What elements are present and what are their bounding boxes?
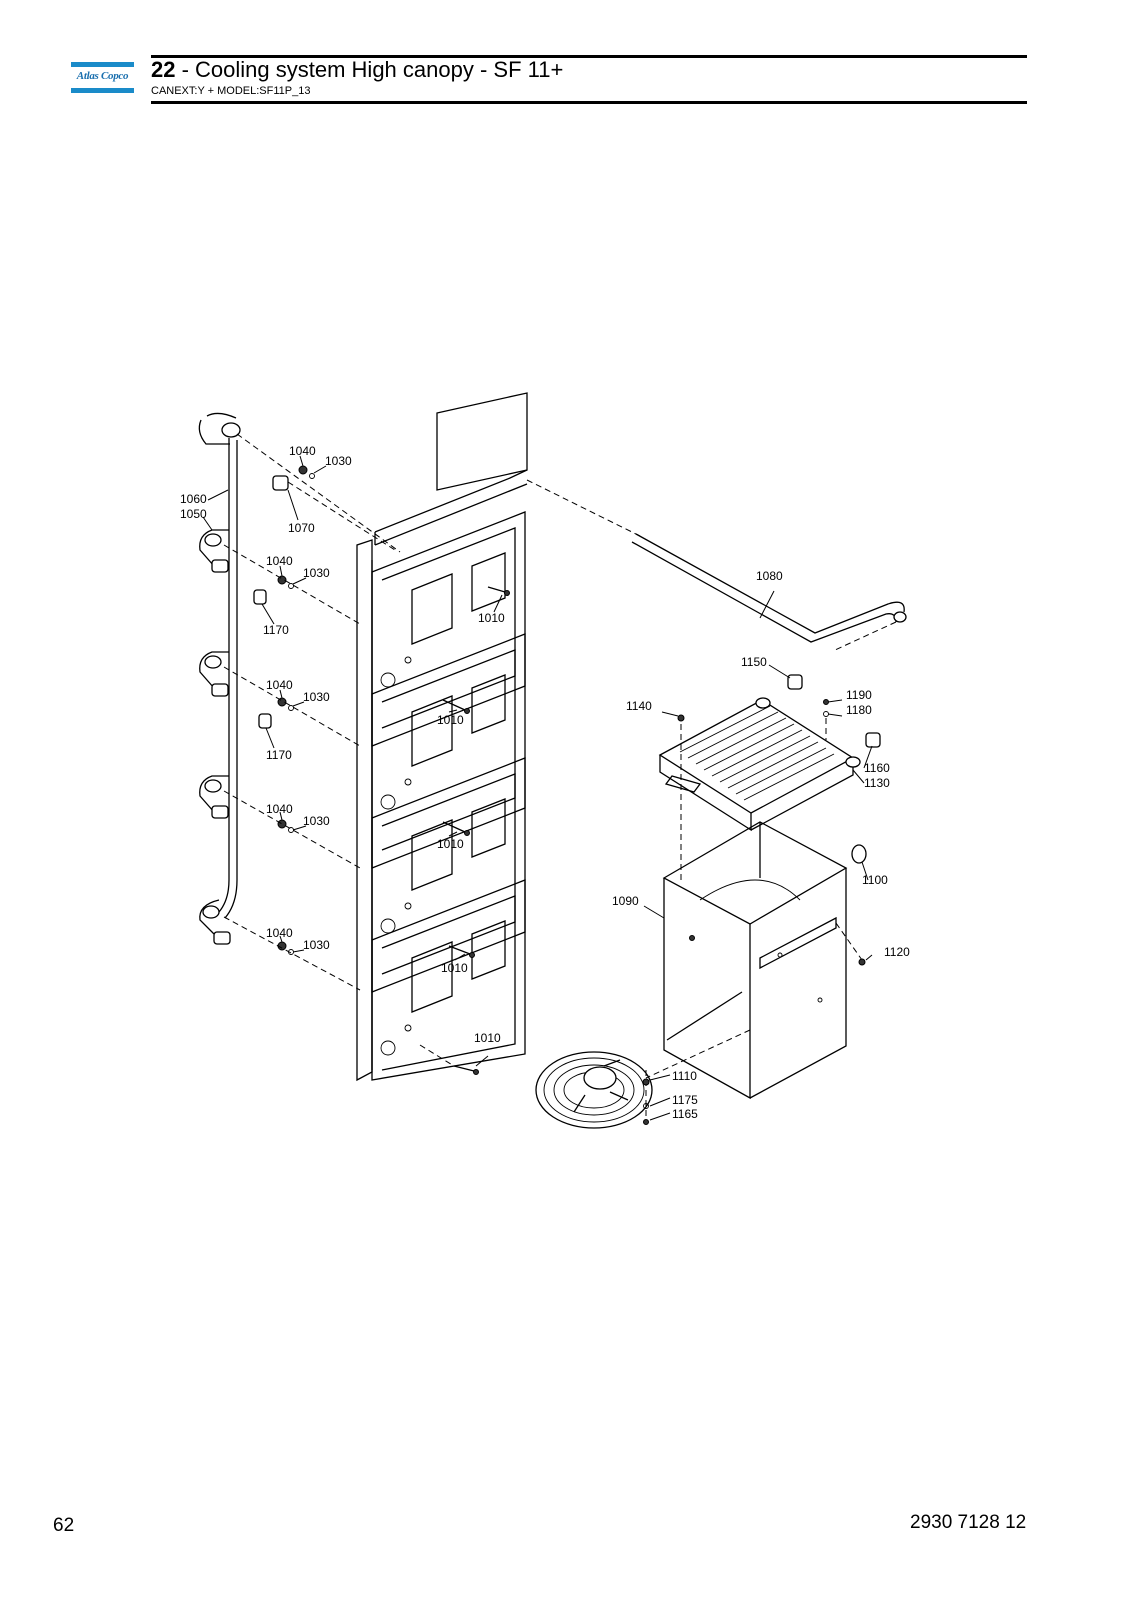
- callout-1030: 1030: [303, 814, 330, 828]
- header-bottom-rule: [151, 101, 1027, 104]
- page-title: 22 - Cooling system High canopy - SF 11+: [151, 57, 563, 83]
- callout-1030: 1030: [303, 566, 330, 580]
- callout-1190: 1190: [846, 688, 872, 702]
- callout-1040: 1040: [289, 444, 316, 458]
- pipe-manifold: [198, 412, 241, 945]
- fittings: [253, 465, 315, 955]
- callout-1010: 1010: [474, 1031, 501, 1045]
- long-pipe: [631, 533, 907, 643]
- callout-1030: 1030: [325, 454, 352, 468]
- callout-1130: 1130: [864, 776, 890, 790]
- callout-1040: 1040: [266, 554, 293, 568]
- panel-stack: [356, 392, 528, 1082]
- callout-1030: 1030: [303, 938, 330, 952]
- callout-1170: 1170: [263, 623, 289, 637]
- callout-1100: 1100: [862, 873, 888, 887]
- callout-1070: 1070: [288, 521, 315, 535]
- callout-1010: 1010: [437, 713, 464, 727]
- callout-1175: 1175: [672, 1093, 698, 1107]
- callout-1060: 1060: [180, 492, 207, 506]
- callout-1040: 1040: [266, 926, 293, 940]
- document-number: 2930 7128 12: [910, 1512, 1027, 1533]
- callout-1160: 1160: [864, 761, 890, 775]
- logo-bottom-bar: [71, 88, 134, 93]
- radiator: [658, 674, 881, 832]
- header-top-rule: [151, 55, 1027, 58]
- callout-1050: 1050: [180, 507, 207, 521]
- callout-1010: 1010: [437, 837, 464, 851]
- fan: [535, 1051, 653, 1129]
- leader-lines: [202, 455, 873, 1121]
- page-number: 62: [53, 1515, 75, 1536]
- fan-housing-box: [662, 821, 848, 1100]
- callout-1080: 1080: [756, 569, 783, 583]
- callout-1165: 1165: [672, 1107, 698, 1121]
- callout-1150: 1150: [741, 655, 767, 669]
- callout-1180: 1180: [846, 703, 872, 717]
- callout-1110: 1110: [672, 1069, 697, 1083]
- logo-wordmark: Atlas Copco: [76, 70, 129, 82]
- callout-1040: 1040: [266, 678, 293, 692]
- section-number: 22: [151, 57, 176, 82]
- section-title: - Cooling system High canopy - SF 11+: [175, 57, 564, 82]
- callout-1010: 1010: [478, 611, 505, 625]
- callout-labels: 1040 1030 1060 1050 1070 1040 1030 1170 …: [180, 444, 910, 1121]
- callout-1090: 1090: [612, 894, 639, 908]
- callout-1120: 1120: [884, 945, 910, 959]
- atlas-copco-logo: Atlas Copco: [71, 62, 134, 94]
- callout-1040: 1040: [266, 802, 293, 816]
- callout-1010: 1010: [441, 961, 468, 975]
- logo-top-bar: [71, 62, 134, 67]
- callout-1140: 1140: [626, 699, 652, 713]
- page-subtitle: CANEXT:Y + MODEL:SF11P_13: [151, 85, 311, 97]
- callout-1170: 1170: [266, 748, 292, 762]
- callout-1030: 1030: [303, 690, 330, 704]
